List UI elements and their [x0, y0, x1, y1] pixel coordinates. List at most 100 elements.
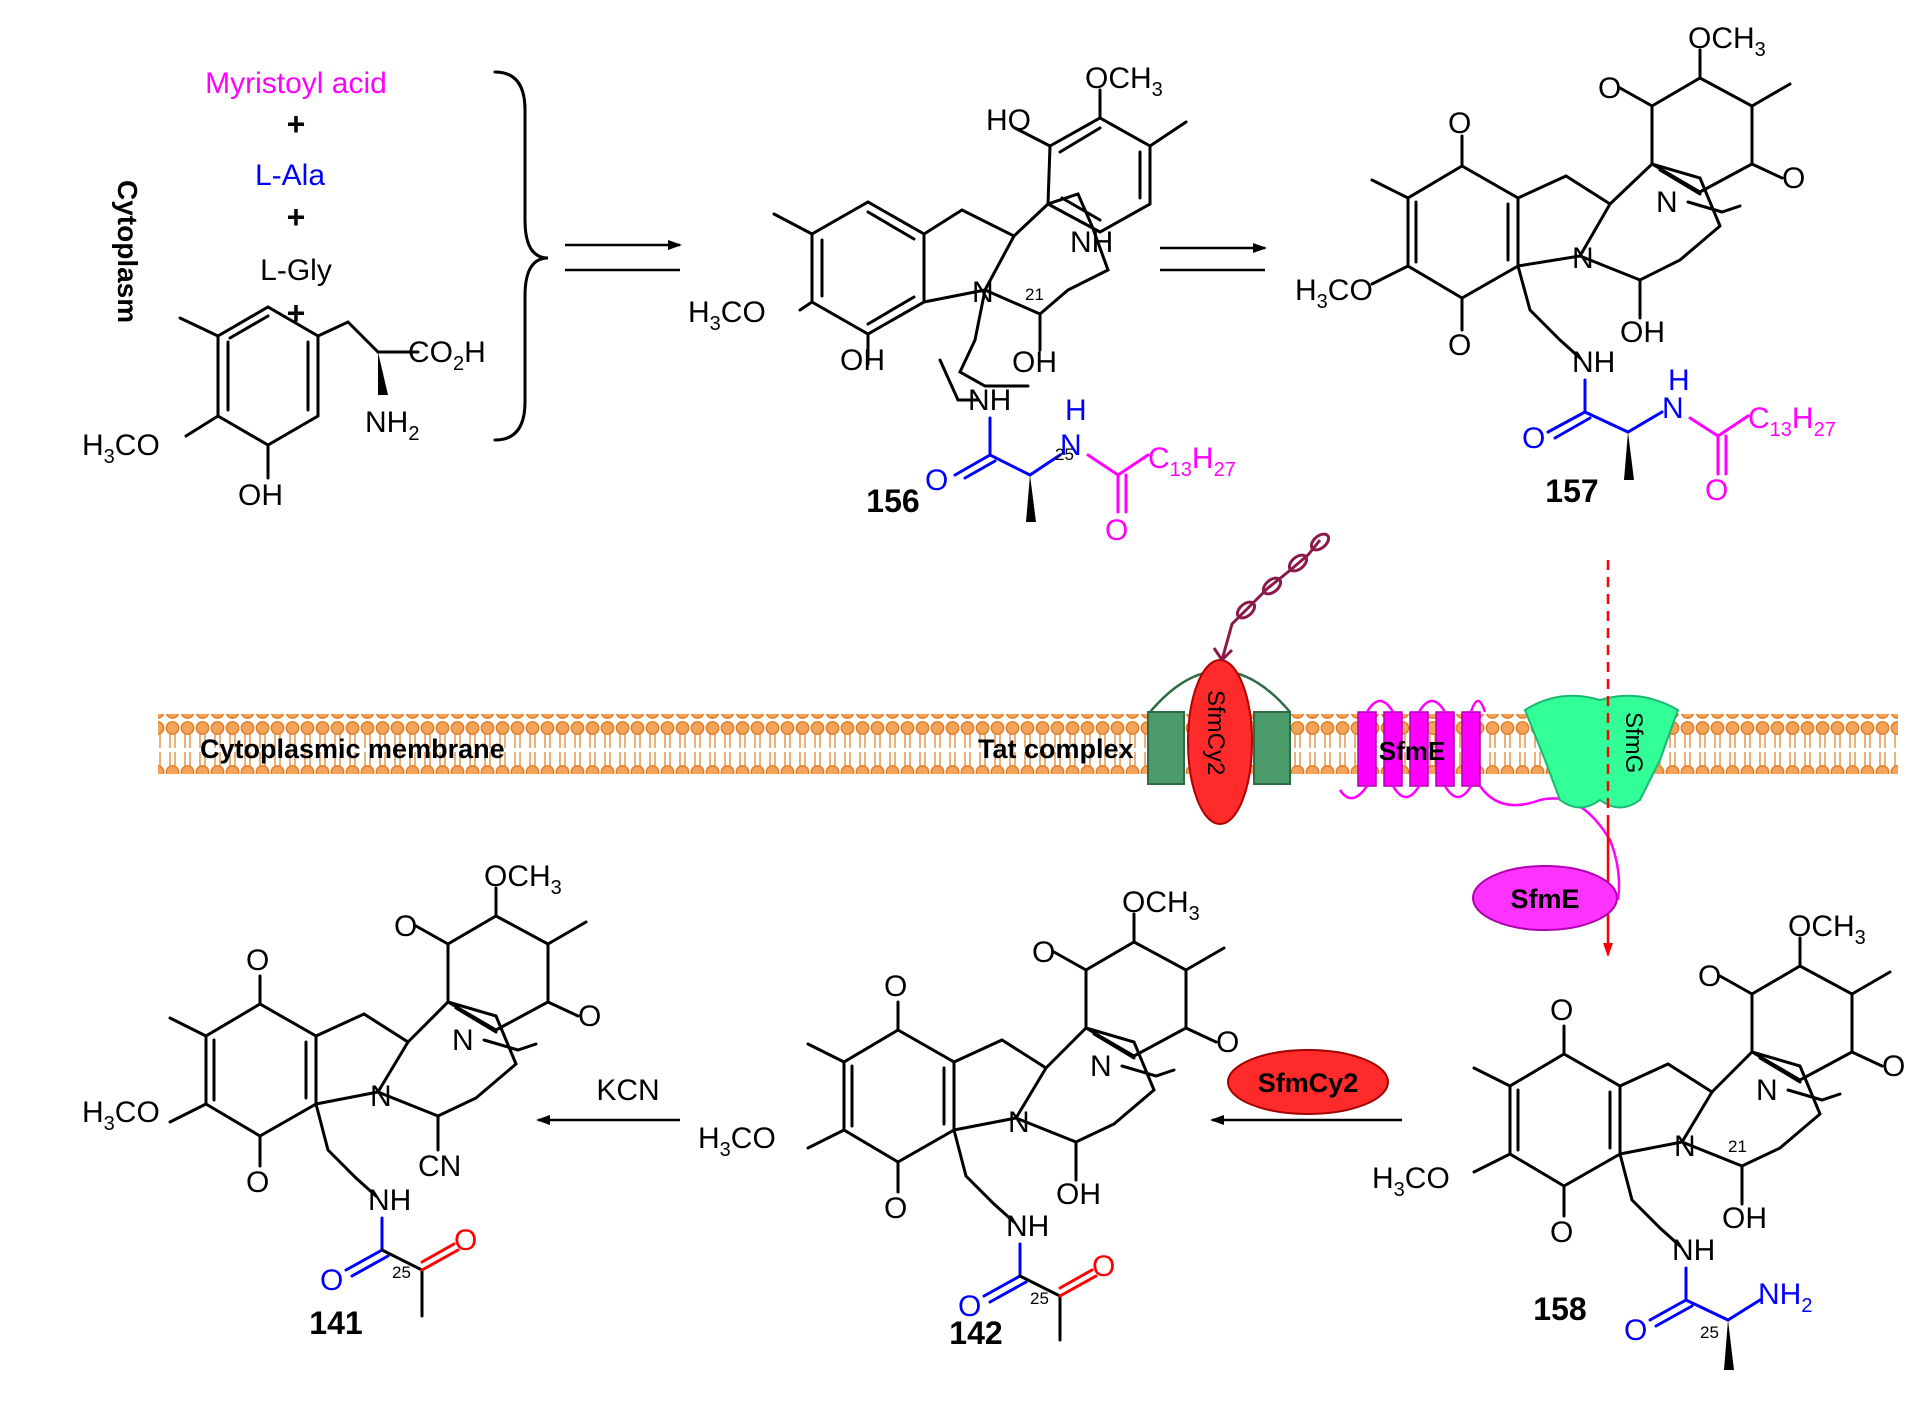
compound-142-label: 142 [949, 1315, 1002, 1351]
oh-label-158: OH [1722, 1202, 1767, 1235]
o-label-141c: O [394, 910, 417, 943]
o-label-158d: O [1882, 1050, 1905, 1083]
keto-o-label-142: O [1092, 1250, 1115, 1283]
n-label-156: N [972, 276, 994, 309]
o-label-142a: O [884, 970, 907, 1003]
h3co-label: H3CO [82, 429, 160, 468]
tat-complex: SfmCy2 [1147, 532, 1331, 825]
nh-label-156b: NH [968, 384, 1011, 417]
c13h27-label-156: C13H27 [1148, 442, 1236, 481]
o-label-158c: O [1698, 960, 1721, 993]
nh-label-157: NH [1572, 346, 1615, 379]
nh2-label-158: NH2 [1758, 1278, 1812, 1317]
n-label-158: N [1674, 1130, 1696, 1163]
sfme-membrane-label: SfmE [1379, 736, 1445, 766]
cytoplasm-label: Cytoplasm [112, 180, 143, 323]
sfme-soluble-enzyme [1472, 865, 1618, 931]
och3-label-141: OCH3 [484, 860, 562, 899]
o-label-158a: O [1550, 994, 1573, 1027]
sfmg-label: SfmG [1620, 712, 1647, 773]
o-label-141a: O [246, 944, 269, 977]
compound-158-label: 158 [1533, 1291, 1586, 1327]
o-label-142d: O [1216, 1026, 1239, 1059]
position-25-label-141: 25 [392, 1263, 411, 1282]
o-label-157b: O [1448, 329, 1471, 362]
n-label-157: N [1572, 242, 1594, 275]
carbonyl-o-label-156: O [925, 464, 948, 497]
compound-142-structure: O O H3CO O O OCH3 N N OH NH O O 25 [698, 886, 1239, 1342]
kcn-reagent-label: KCN [596, 1074, 659, 1107]
n-methyl-label-141: N [452, 1024, 474, 1057]
o-label-142c: O [1032, 936, 1055, 969]
o-label-157e: O [1705, 474, 1728, 507]
carbonyl-o-label-157: O [1522, 422, 1545, 455]
och3-label-156: OCH3 [1085, 62, 1163, 101]
compound-141-structure: O O H3CO O O OCH3 N N CN NH O O 25 [82, 860, 601, 1318]
och3-label-157: OCH3 [1688, 22, 1766, 61]
sfme-soluble-label: SfmE [1510, 884, 1579, 914]
position-21-label-158: 21 [1728, 1137, 1747, 1156]
compound-158-structure: O O H3CO O O OCH3 N N 21 OH NH O 25 NH2 [1372, 910, 1905, 1370]
carbonyl-o-label-158: O [1624, 1314, 1647, 1347]
h-label-156: H [1065, 394, 1087, 427]
position-25-label-158: 25 [1700, 1323, 1719, 1342]
grouping-brace [493, 70, 549, 442]
nh2-label: NH2 [365, 406, 419, 445]
compound-156-label: 156 [866, 483, 919, 519]
nh-label-141: NH [368, 1184, 411, 1217]
sfmcy2-membrane-label: SfmCy2 [1202, 690, 1229, 775]
oh-label-142: OH [1056, 1178, 1101, 1211]
h3co-label-156: H3CO [688, 296, 766, 335]
position-25-label-156: 25 [1055, 445, 1074, 464]
o-label-141d: O [578, 1000, 601, 1033]
h3co-label-141: H3CO [82, 1096, 160, 1135]
n-amide-label-156: N [1060, 429, 1082, 462]
n-label-142: N [1008, 1106, 1030, 1139]
oh-label: OH [238, 479, 283, 512]
h3co-label-157: H3CO [1295, 274, 1373, 313]
keto-o-label-141: O [454, 1224, 477, 1257]
compound-157-label: 157 [1545, 473, 1598, 509]
h-label-157: H [1668, 364, 1690, 397]
tyrosine-derivative-structure: CO2H NH2 H3CO OH [82, 305, 486, 512]
nh-label-142: NH [1006, 1210, 1049, 1243]
sfme-transmembrane-protein: SfmE [1338, 699, 1621, 901]
position-21-label-156: 21 [1025, 285, 1044, 304]
sfmcy2-soluble-enzyme [1227, 1049, 1389, 1115]
carbonyl-o-label-142: O [958, 1290, 981, 1323]
l-gly-label: L-Gly [260, 254, 332, 287]
ho-label-156: HO [986, 104, 1031, 137]
cytoplasmic-membrane-label: Cytoplasmic membrane [200, 734, 505, 764]
h3co-label-142: H3CO [698, 1122, 776, 1161]
compound-157-structure: O O H3CO O O OCH3 N N OH NH O H N O C13H… [1295, 22, 1836, 507]
o-label-157a: O [1448, 107, 1471, 140]
cn-label-141: CN [418, 1150, 461, 1183]
n-methyl-label-142: N [1090, 1050, 1112, 1083]
och3-label-142: OCH3 [1122, 886, 1200, 925]
compound-156-structure: OCH3 HO NH N 21 OH H3CO OH NH 25 O H N O… [688, 62, 1236, 547]
plus-sign-2: + [287, 199, 306, 235]
compound-141-label: 141 [309, 1305, 362, 1341]
o-label-157d: O [1782, 162, 1805, 195]
nh-label-156: NH [1070, 226, 1113, 259]
plus-sign-1: + [287, 106, 306, 142]
o-label-158b: O [1550, 1216, 1573, 1249]
o-label-141b: O [246, 1166, 269, 1199]
myristoyl-acid-label: Myristoyl acid [205, 67, 387, 100]
och3-label-158: OCH3 [1788, 910, 1866, 949]
oh-label-156c: OH [840, 344, 885, 377]
h3co-label-158: H3CO [1372, 1162, 1450, 1201]
oh-label-156b: OH [1012, 346, 1057, 379]
nh-label-158: NH [1672, 1234, 1715, 1267]
n-amide-label-157: N [1662, 392, 1684, 425]
o-label-142b: O [884, 1192, 907, 1225]
position-25-label-142: 25 [1030, 1289, 1049, 1308]
n-methyl-label-158: N [1756, 1074, 1778, 1107]
sfmg-protein: SfmG [1523, 694, 1680, 809]
l-ala-label: L-Ala [255, 159, 325, 192]
c13h27-label-157: C13H27 [1748, 402, 1836, 441]
oh-label-157: OH [1620, 316, 1665, 349]
o-label-156: O [1105, 514, 1128, 547]
